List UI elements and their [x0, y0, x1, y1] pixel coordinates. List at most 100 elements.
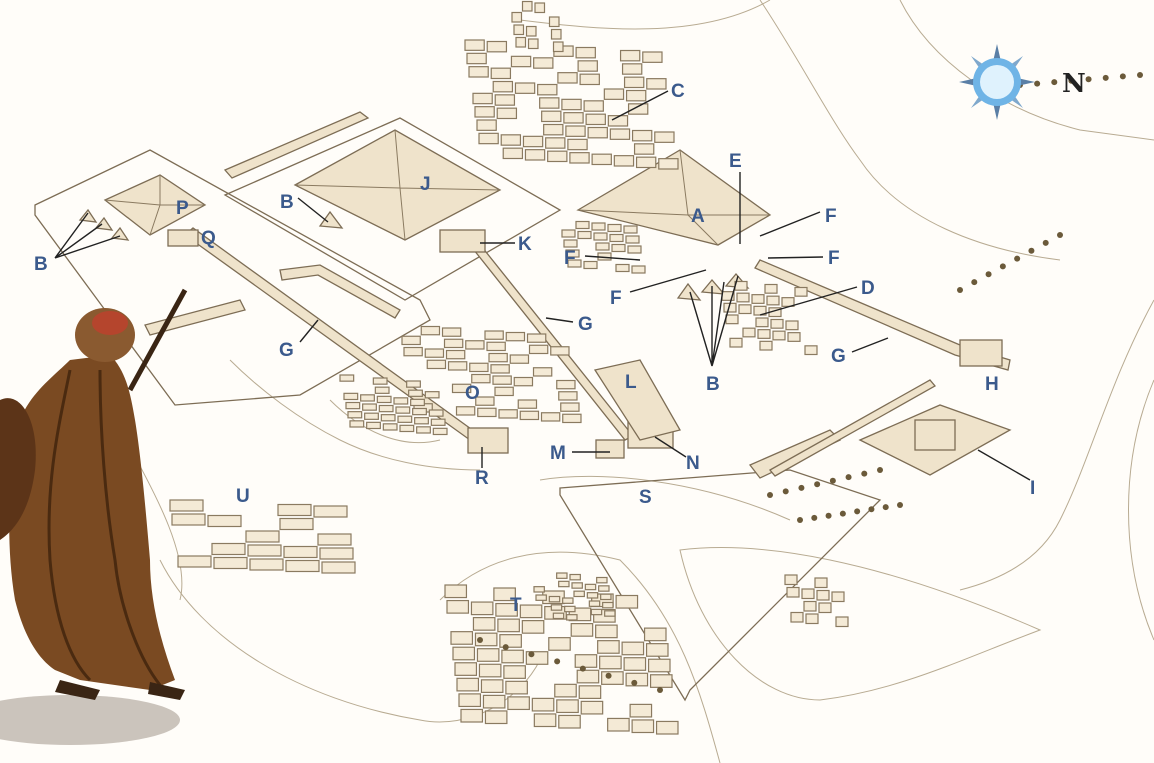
building [430, 418, 446, 426]
building [541, 110, 562, 123]
building [515, 36, 527, 48]
palm-tree [1085, 76, 1092, 83]
building [432, 427, 448, 436]
building [577, 230, 592, 240]
building [583, 100, 604, 112]
building [561, 229, 576, 238]
label-b-queens-a: B [706, 374, 720, 395]
label-k: K [518, 234, 532, 255]
label-g-2: G [578, 314, 593, 335]
pyramid-p [103, 174, 207, 236]
building [401, 335, 421, 346]
building [764, 283, 778, 294]
palm-tree [1034, 80, 1041, 87]
pyramid-j [293, 129, 502, 241]
building [643, 627, 667, 642]
building [658, 158, 679, 170]
building [585, 113, 606, 126]
building [597, 640, 620, 654]
building [631, 129, 653, 142]
building [595, 624, 618, 639]
building [573, 590, 585, 598]
building [621, 641, 645, 656]
palm-tree [782, 488, 789, 495]
palm-tree [528, 651, 535, 658]
building [412, 407, 427, 416]
building [588, 600, 601, 607]
building [526, 333, 547, 343]
building [786, 586, 800, 598]
building [595, 242, 610, 251]
building [498, 409, 518, 419]
building [376, 395, 392, 404]
building [285, 559, 320, 573]
building [507, 696, 530, 711]
building [556, 572, 568, 579]
building [736, 292, 750, 303]
building [484, 710, 508, 725]
building [627, 245, 642, 254]
palm-tree [829, 477, 836, 484]
palm-tree [845, 474, 852, 481]
building [548, 637, 571, 651]
building [554, 683, 577, 698]
building [558, 391, 578, 401]
label-g-3: G [831, 346, 846, 367]
building [557, 72, 578, 84]
building [513, 24, 525, 36]
building [510, 55, 532, 68]
building [446, 599, 470, 614]
building [831, 591, 845, 603]
building [493, 587, 516, 602]
building [469, 362, 489, 373]
building [313, 505, 348, 518]
building [472, 617, 496, 631]
building [738, 304, 752, 315]
building [443, 338, 464, 349]
building [647, 658, 671, 673]
building [517, 399, 538, 409]
building [393, 397, 409, 405]
building [591, 222, 606, 231]
building [283, 545, 318, 559]
building [455, 406, 476, 416]
label-p: P [176, 198, 189, 219]
palm-tree [971, 279, 978, 286]
building [277, 503, 312, 517]
building [349, 420, 365, 428]
building [759, 340, 773, 351]
building [464, 39, 485, 51]
palm-tree [861, 470, 868, 477]
building [609, 233, 624, 243]
building [476, 119, 497, 131]
building [533, 57, 554, 69]
building [424, 348, 445, 358]
building [374, 386, 390, 394]
building [575, 220, 590, 230]
building [452, 646, 476, 661]
building [613, 155, 635, 167]
building [490, 67, 512, 80]
building [454, 662, 478, 676]
building [587, 126, 608, 139]
building [472, 92, 493, 105]
palm-tree [1137, 72, 1143, 78]
building [642, 51, 663, 63]
building [480, 679, 504, 693]
building [321, 561, 356, 574]
palm-tree [868, 506, 875, 513]
building [441, 327, 462, 337]
building [211, 542, 246, 556]
palm-tree [1102, 74, 1109, 81]
label-f-2: F [828, 248, 840, 269]
label-a: A [691, 206, 705, 227]
palm-tree [814, 481, 821, 488]
building [625, 235, 640, 244]
building [458, 693, 482, 708]
compass-north-label: N [1062, 69, 1086, 99]
building [615, 263, 630, 273]
palm-tree [1068, 77, 1075, 84]
label-b-queens-p: B [34, 254, 48, 275]
building [599, 655, 622, 670]
building [428, 409, 444, 417]
